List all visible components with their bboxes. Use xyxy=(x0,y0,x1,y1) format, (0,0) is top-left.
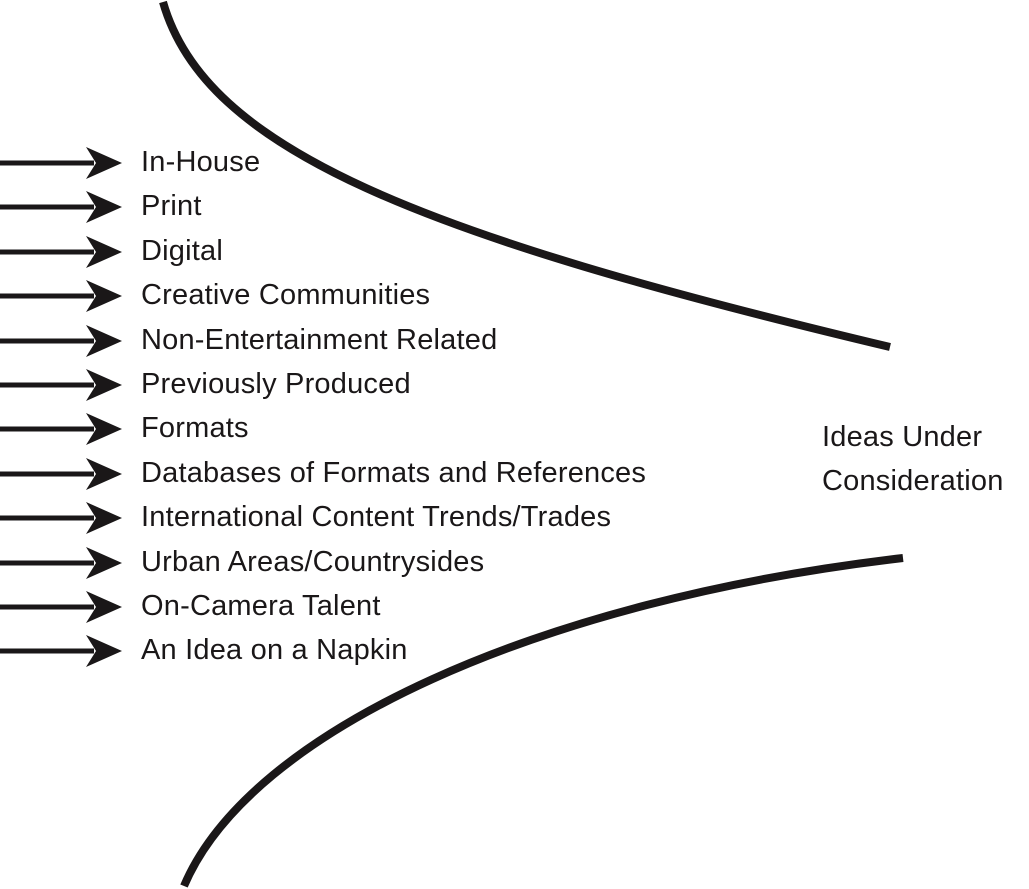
funnel-lower-curve xyxy=(180,554,904,888)
source-arrow-head xyxy=(86,191,122,223)
source-arrow-head xyxy=(86,547,122,579)
source-label: Creative Communities xyxy=(141,279,431,311)
source-label: Urban Areas/Countrysides xyxy=(141,546,485,578)
source-arrow-head xyxy=(86,591,122,623)
funnel-upper-curve xyxy=(159,0,891,351)
source-label: An Idea on a Napkin xyxy=(141,634,408,666)
source-label: Formats xyxy=(141,412,249,444)
source-arrow-head xyxy=(86,458,122,490)
result-label-line2: Consideration xyxy=(822,465,1004,497)
source-arrow-head xyxy=(86,236,122,268)
source-label: On-Camera Talent xyxy=(141,590,381,622)
source-label: Non-Entertainment Related xyxy=(141,324,498,356)
source-arrow-head xyxy=(86,635,122,667)
source-arrow-head xyxy=(86,369,122,401)
source-label: Previously Produced xyxy=(141,368,411,400)
source-label: International Content Trends/Trades xyxy=(141,501,612,533)
source-label: Print xyxy=(141,190,202,222)
source-arrow-head xyxy=(86,502,122,534)
source-label: In-House xyxy=(141,146,261,178)
source-arrow-head xyxy=(86,325,122,357)
source-arrows xyxy=(0,147,122,667)
source-arrow-head xyxy=(86,413,122,445)
source-arrow-head xyxy=(86,280,122,312)
result-label-line1: Ideas Under xyxy=(822,421,983,453)
source-label: Databases of Formats and References xyxy=(141,457,647,489)
source-arrow-head xyxy=(86,147,122,179)
source-label: Digital xyxy=(141,235,223,267)
